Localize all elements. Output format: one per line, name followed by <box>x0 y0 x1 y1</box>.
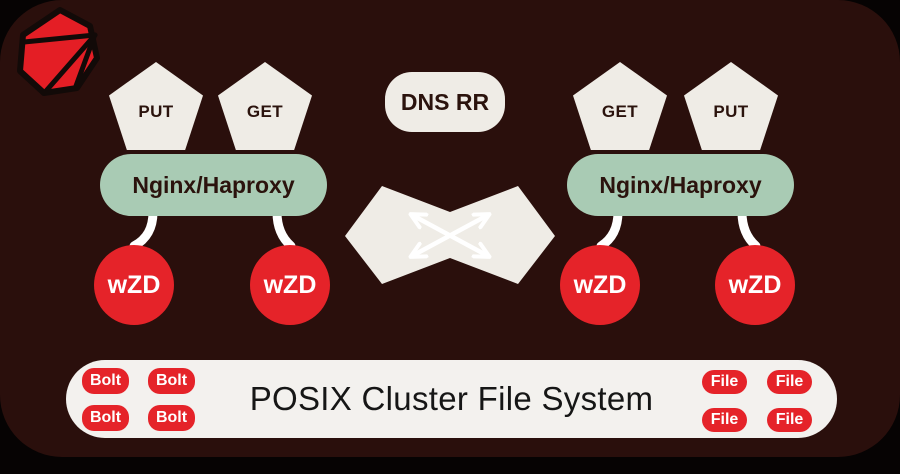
wzd-logo-icon <box>17 7 100 96</box>
wzd-node-label: wZD <box>728 270 782 299</box>
dns-rr-box: DNS RR <box>385 72 505 132</box>
dns-rr-label: DNS RR <box>400 88 490 115</box>
pentagon-label: PUT <box>138 102 174 121</box>
bolt-badge: Bolt <box>148 368 195 394</box>
pentagon-label: GET <box>246 102 284 121</box>
storage-bar: POSIX Cluster File System Bolt Bolt Bolt… <box>66 360 837 438</box>
file-badge: File <box>702 408 747 432</box>
file-badge: File <box>767 408 812 432</box>
wzd-node-label: wZD <box>107 270 161 299</box>
balancer-left: Nginx/Haproxy <box>100 154 327 216</box>
storage-title: POSIX Cluster File System <box>249 380 654 417</box>
pentagon-label: GET <box>601 102 639 121</box>
bolt-badge: Bolt <box>82 405 129 431</box>
wzd-node-4: wZD <box>715 245 795 325</box>
balancer-right: Nginx/Haproxy <box>567 154 794 216</box>
bolt-badge: Bolt <box>82 368 129 394</box>
balancer-label: Nginx/Haproxy <box>132 171 295 198</box>
wzd-node-2: wZD <box>250 245 330 325</box>
bolt-badge: Bolt <box>148 405 195 431</box>
file-badge: File <box>702 370 747 394</box>
wzd-node-1: wZD <box>94 245 174 325</box>
balancer-label: Nginx/Haproxy <box>599 171 762 198</box>
wzd-node-label: wZD <box>573 270 627 299</box>
wzd-node-3: wZD <box>560 245 640 325</box>
file-badge: File <box>767 370 812 394</box>
pentagon-label: PUT <box>713 102 749 121</box>
wzd-node-label: wZD <box>263 270 317 299</box>
